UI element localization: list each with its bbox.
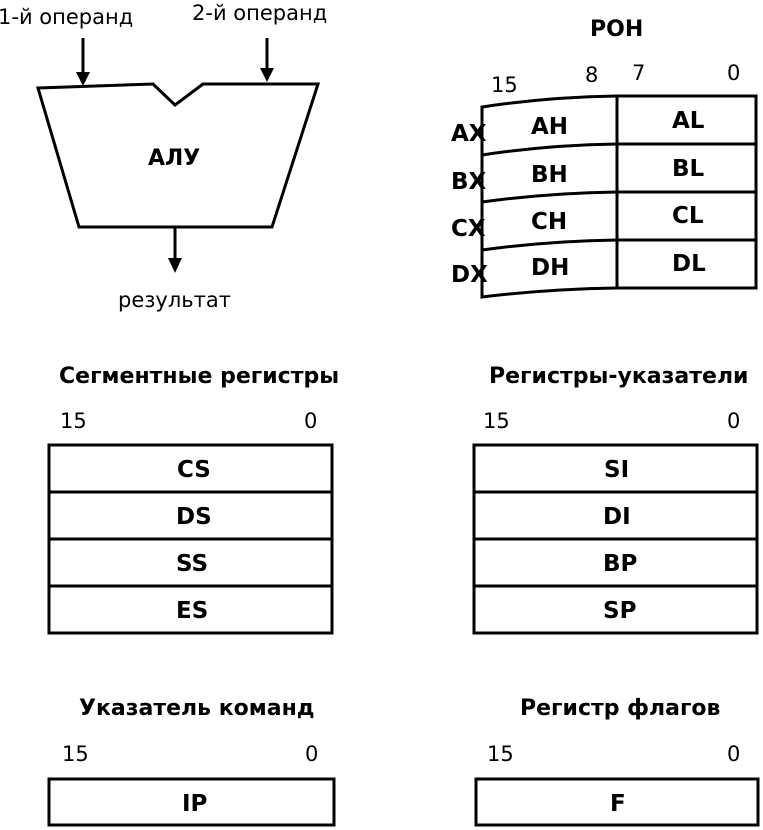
general-registers: РОН 15 8 7 0 AX AH AL BX BH BL CX CH CL … <box>451 17 758 299</box>
alu-label: АЛУ <box>148 146 200 171</box>
ip-title: Указатель команд <box>79 696 315 721</box>
segment-registers: Сегментные регистры 15 0 CS DS SS ES <box>47 364 339 635</box>
ron-row-line-3 <box>481 238 756 252</box>
ron-high-cell: BH <box>531 162 568 188</box>
ron-row-name: CX <box>451 216 486 242</box>
ron-low-cell: BL <box>672 156 705 182</box>
pointer-register-sp: SP <box>603 598 636 624</box>
ron-high-cell: CH <box>531 209 567 235</box>
ron-row-name: AX <box>451 121 487 147</box>
pointers-title: Регистры-указатели <box>489 364 748 389</box>
ron-row-name: BX <box>451 169 487 195</box>
pointer-register-si: SI <box>604 457 629 483</box>
ron-bit-7: 7 <box>632 61 645 85</box>
ron-frame <box>480 94 758 299</box>
alu-shape <box>36 82 321 229</box>
pointer-registers: Регистры-указатели 15 0 SI DI BP SP <box>472 364 759 635</box>
flags-title: Регистр флагов <box>520 696 720 721</box>
ron-bit-8: 8 <box>585 63 598 87</box>
ron-high-cell: DH <box>531 255 569 281</box>
result-arrowhead <box>168 258 182 273</box>
flags-bit-lo: 0 <box>727 742 740 766</box>
instruction-pointer: Указатель команд 15 0 IP <box>47 696 336 827</box>
ron-low-cell: CL <box>672 203 704 229</box>
segment-bit-hi: 15 <box>60 409 87 433</box>
ron-title: РОН <box>590 17 643 42</box>
operand2-label: 2-й операнд <box>192 1 327 25</box>
ron-row-line-1 <box>481 142 756 157</box>
operand2-arrowhead <box>260 68 274 82</box>
operand1-arrowhead <box>76 72 90 86</box>
ron-high-cell: AH <box>531 114 568 140</box>
segment-bit-lo: 0 <box>304 409 317 433</box>
flags-register: Регистр флагов 15 0 F <box>474 696 760 827</box>
pointer-register-di: DI <box>603 504 631 530</box>
ron-bit-15: 15 <box>491 73 518 97</box>
ron-low-cell: AL <box>672 108 705 134</box>
result-label: результат <box>118 288 231 312</box>
pointers-bit-hi: 15 <box>483 409 510 433</box>
segment-title: Сегментные регистры <box>59 364 339 389</box>
ron-low-cell: DL <box>672 251 706 277</box>
flags-frame <box>474 777 760 827</box>
segment-register-ds: DS <box>176 504 212 530</box>
ip-frame <box>47 777 336 827</box>
ron-row-line-2 <box>481 190 756 204</box>
ron-row-name: DX <box>451 262 488 288</box>
flags-register-value: F <box>610 791 626 817</box>
pointer-register-bp: BP <box>603 551 637 577</box>
segment-register-es: ES <box>176 598 208 624</box>
flags-bit-hi: 15 <box>487 742 514 766</box>
segment-register-ss: SS <box>176 551 208 577</box>
ron-bit-0: 0 <box>727 61 740 85</box>
ip-bit-lo: 0 <box>305 742 318 766</box>
pointers-bit-lo: 0 <box>727 409 740 433</box>
operand1-label: 1-й операнд <box>0 5 133 29</box>
ip-register: IP <box>182 791 207 817</box>
segment-register-cs: CS <box>177 457 211 483</box>
ip-bit-hi: 15 <box>62 742 89 766</box>
alu-block: 1-й операнд 2-й операнд АЛУ результат <box>0 1 327 312</box>
